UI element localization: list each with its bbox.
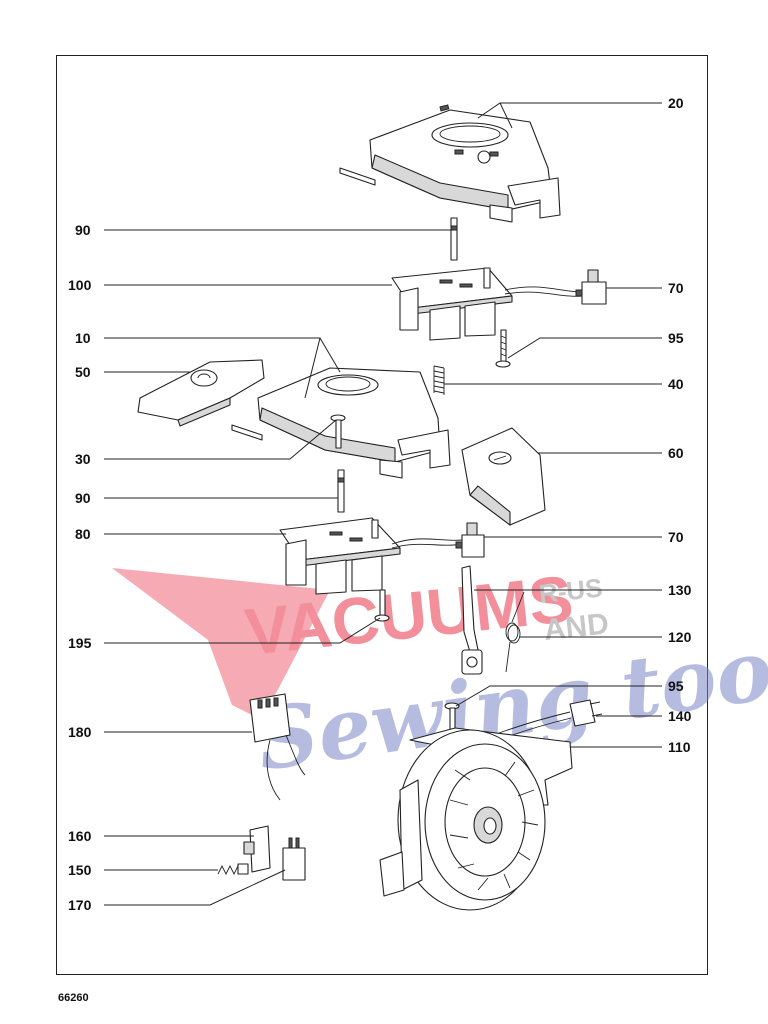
callout-label: 180 [68,724,92,740]
callout-label: 80 [75,526,91,542]
callout-label: 50 [75,364,91,380]
part-160-bracket [243,825,271,873]
part-90-pin-upper [450,217,458,261]
diagram-frame [56,55,708,975]
part-30-screw [330,414,346,449]
part-20-top-cover [339,104,561,223]
callout-label: 160 [68,828,92,844]
part-90-pin-lower [337,469,345,513]
callout-label: 130 [668,582,692,598]
callout-label: 100 [68,277,92,293]
callout-label: 195 [68,635,92,651]
leader-195 [104,617,381,644]
leader-30 [104,419,337,460]
watermark-line2: AND [542,607,610,647]
part-95-screw-upper [495,329,511,368]
part-130-lever-arm [461,565,483,675]
part-70-micro-switch-upper [575,269,607,305]
callout-label: 140 [668,708,692,724]
leader-lines [104,102,662,906]
leader-10 [104,337,341,399]
callout-label: 40 [668,376,684,392]
callout-label: 20 [668,95,684,111]
callout-label: 90 [75,490,91,506]
part-40-spring [433,365,445,395]
callout-label: 10 [75,330,91,346]
leader-20 [477,102,662,129]
part-70-micro-switch-lower [455,522,485,558]
part-100-switch-board [391,267,583,341]
callout-label: 95 [668,330,684,346]
watermark-line1-suffix: R-US [537,572,603,608]
callout-label: 95 [668,678,684,694]
part-180-terminal-block [249,693,306,801]
drawing-number: 66260 [58,992,89,1004]
callout-label: 150 [68,862,92,878]
leader-95b [455,685,662,707]
part-195-screw [374,589,390,622]
callout-labels: 20 90 100 70 10 95 50 40 30 60 90 80 70 … [68,95,692,913]
callout-label: 30 [75,451,91,467]
leader-95a [507,337,662,359]
part-95-screw-lower [444,702,460,733]
part-10-housing [231,367,451,479]
part-50-cover-plate [137,359,265,427]
part-150-small-spring [217,863,249,876]
watermark-v-shape [112,568,330,720]
part-120-torsion-spring [505,591,525,673]
part-80-switch-board [279,517,463,595]
callout-label: 70 [668,529,684,545]
callout-label: 110 [668,739,691,755]
callout-label: 90 [75,222,91,238]
callout-label: 60 [668,445,684,461]
callout-label: 70 [668,280,684,296]
part-170-micro-switch [282,837,306,881]
part-60-button-cover [461,427,546,526]
part-110-cable-reel [379,727,573,911]
callout-label: 120 [668,629,692,645]
leader-170 [104,869,286,906]
callout-label: 170 [68,897,92,913]
